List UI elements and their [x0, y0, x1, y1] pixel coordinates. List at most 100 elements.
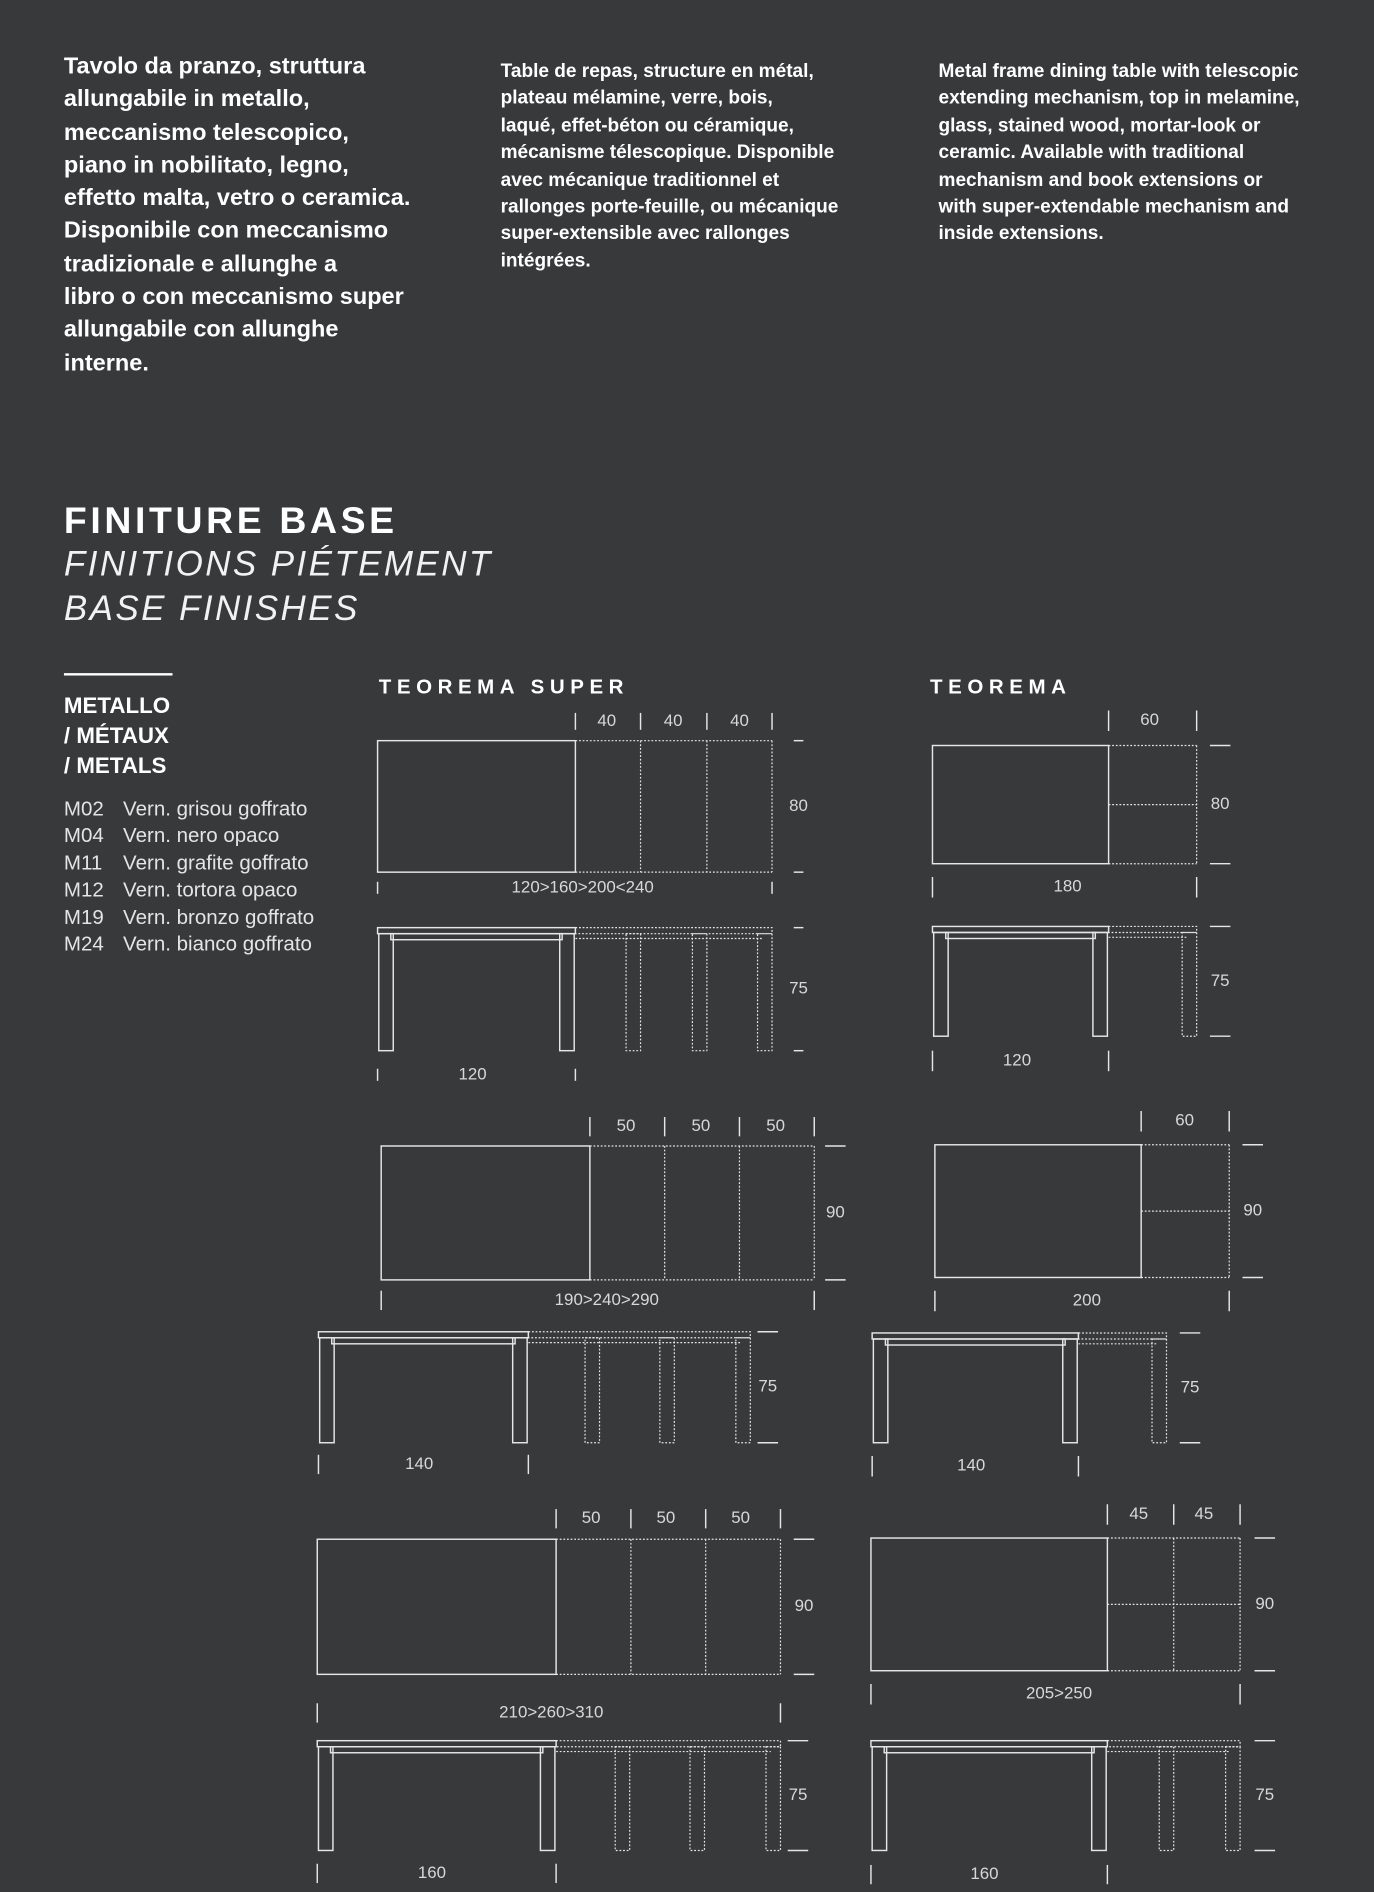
extension-dimension-label: 50 — [656, 1508, 675, 1527]
table-top-outline — [316, 1538, 557, 1676]
extension-top-edge — [574, 927, 773, 935]
height-dimension-label: 75 — [789, 1785, 808, 1804]
table-top-outline — [376, 739, 577, 873]
table-apron — [329, 1745, 544, 1754]
table-leg — [511, 1337, 528, 1444]
extension-dimension-label: 50 — [766, 1116, 785, 1135]
finish-code: M02 — [63, 797, 104, 821]
table-leg — [1062, 1338, 1078, 1444]
depth-dimension-label: 90 — [1243, 1201, 1262, 1220]
table-leg — [1092, 931, 1109, 1037]
base-length-dimension-label: 120 — [1003, 1050, 1031, 1069]
extension-leg — [1224, 1746, 1241, 1852]
extension-leg — [1181, 931, 1198, 1037]
extension-leg — [765, 1746, 782, 1852]
extension-leg — [1158, 1746, 1175, 1852]
table-apron — [883, 1745, 1095, 1754]
model-title-teorema-super: TEOREMA SUPER — [378, 675, 630, 699]
finish-name: Vern. grafite goffrato — [123, 851, 309, 875]
extension-dimension-label: 50 — [617, 1116, 636, 1135]
table-leg — [378, 932, 394, 1052]
extension-leg — [689, 1746, 706, 1852]
extension-dimension-label: 50 — [582, 1508, 601, 1527]
extension-top-edge — [555, 1740, 782, 1748]
finish-name: Vern. grisou goffrato — [123, 797, 308, 821]
length-dimension-label: 190>240>290 — [555, 1290, 659, 1309]
table-top-edge — [870, 1739, 1109, 1748]
model-title-teorema: TEOREMA — [930, 675, 1072, 699]
table-top-edge — [931, 925, 1110, 934]
depth-dimension-label: 80 — [789, 796, 808, 815]
table-top-edge — [317, 1331, 530, 1339]
finish-code: M11 — [63, 851, 103, 875]
extension-dimension-label: 50 — [731, 1508, 750, 1527]
depth-dimension-label: 90 — [826, 1202, 845, 1221]
extension-dimension-label: 45 — [1129, 1504, 1148, 1523]
length-dimension-label: 205>250 — [1026, 1684, 1092, 1703]
table-top-outline — [931, 744, 1110, 865]
table-leg — [539, 1745, 556, 1852]
finish-item: M11 Vern. grafite goffrato — [64, 850, 314, 877]
top-view-drawing: 50 50 50 90 210>260>310 — [316, 1508, 815, 1723]
length-dimension-label: 120>160>200<240 — [512, 877, 654, 896]
extension-leg — [584, 1337, 601, 1444]
table-apron — [884, 1338, 1066, 1346]
table-leg — [872, 1338, 889, 1444]
table-top-edge — [316, 1739, 557, 1748]
extension-dimension-label: 60 — [1140, 710, 1159, 729]
table-leg — [558, 932, 575, 1052]
table-leg — [871, 1745, 888, 1852]
finish-name: Vern. tortora opaco — [123, 878, 298, 902]
extension-dimension-label: 40 — [730, 711, 749, 730]
side-view-drawing: 75 120 — [931, 925, 1231, 1072]
description-italian: Tavolo da pranzo, struttura allungabile … — [63, 53, 411, 376]
materials-title: METALLO / MÉTAUX / METALS — [64, 690, 170, 780]
length-dimension-label: 180 — [1053, 877, 1081, 896]
base-length-dimension-label: 140 — [405, 1454, 433, 1473]
side-view-drawing: 75 140 — [871, 1332, 1201, 1477]
table-apron — [945, 931, 1097, 940]
finish-item: M02 Vern. grisou goffrato — [64, 796, 314, 823]
table-top-outline — [870, 1537, 1109, 1672]
section-title-french: FINITIONS PIÉTEMENT — [63, 545, 493, 584]
table-leg — [318, 1337, 335, 1444]
depth-dimension-label: 90 — [1255, 1594, 1274, 1613]
materials-title-fr: / MÉTAUX — [63, 722, 169, 748]
base-length-dimension-label: 160 — [970, 1864, 998, 1883]
extension-leg — [1151, 1338, 1168, 1444]
section-title-italian: FINITURE BASE — [63, 499, 398, 542]
table-leg — [1090, 1745, 1107, 1852]
extension-leg — [659, 1337, 675, 1444]
finish-name: Vern. bianco goffrato — [123, 932, 312, 956]
base-length-dimension-label: 140 — [957, 1456, 985, 1475]
extension-top-edge — [1077, 1332, 1168, 1340]
length-dimension-label: 210>260>310 — [499, 1702, 603, 1721]
height-dimension-label: 75 — [789, 979, 808, 998]
depth-dimension-label: 90 — [795, 1596, 814, 1615]
materials-title-en: / METALS — [63, 752, 167, 779]
divider-rule — [63, 673, 173, 676]
extension-leg — [735, 1337, 751, 1444]
extension-dimension-label: 60 — [1175, 1111, 1194, 1130]
top-view-drawing: 60 80 180 — [931, 710, 1231, 898]
description-english: Metal frame dining table with telescopic… — [938, 61, 1300, 245]
height-dimension-label: 75 — [1181, 1377, 1200, 1396]
extension-leg — [691, 933, 708, 1052]
height-dimension-label: 75 — [1211, 971, 1230, 990]
depth-dimension-label: 80 — [1211, 794, 1230, 813]
extension-dimension-label: 40 — [597, 711, 616, 730]
table-top-outline — [380, 1145, 591, 1281]
finish-code: M04 — [63, 824, 104, 848]
